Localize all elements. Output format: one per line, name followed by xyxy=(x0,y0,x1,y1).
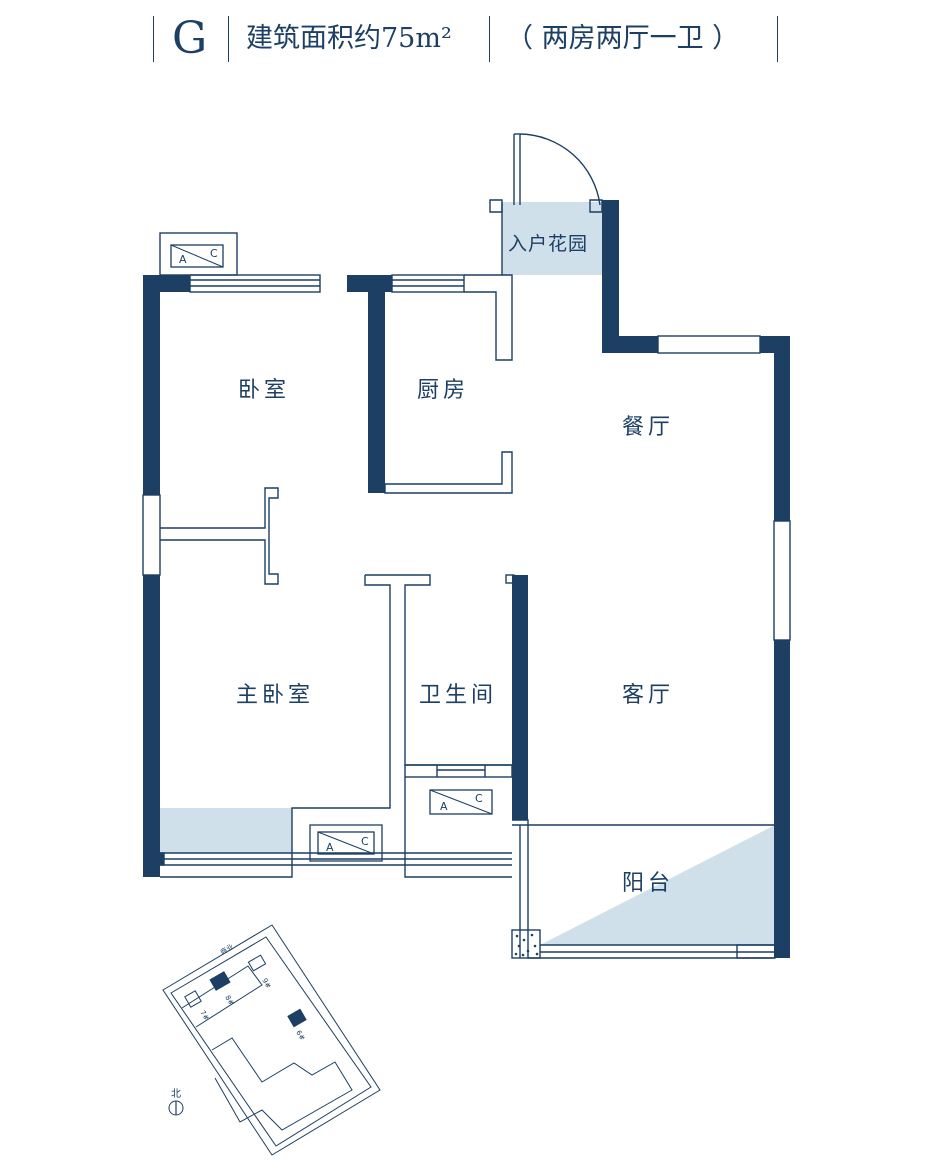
building-7-outline xyxy=(184,990,202,1008)
site-building-9: 9# xyxy=(260,977,272,990)
room-bathroom: 卫生间 xyxy=(419,683,497,708)
room-dining: 餐厅 xyxy=(622,415,674,440)
unit-layout: （ 两房两厅一卫 ） xyxy=(506,23,740,54)
ac-label-a: A xyxy=(440,800,448,813)
site-boundary xyxy=(162,924,381,1156)
ac-unit-2: A C xyxy=(429,789,493,815)
site-map xyxy=(162,924,381,1156)
partition-walls xyxy=(142,133,791,959)
ac-label-c: C xyxy=(210,247,218,260)
site-building-7: 7# xyxy=(198,1009,210,1022)
building-8-marker xyxy=(209,971,231,991)
room-balcony: 阳台 xyxy=(622,871,674,896)
ac-unit-3: A C xyxy=(309,824,383,862)
floor-area: 建筑面积约75m² xyxy=(246,23,452,54)
room-entry-garden: 入户花园 xyxy=(508,233,588,255)
structural-walls xyxy=(143,200,790,958)
balcony-corner-pattern xyxy=(514,933,539,957)
unit-type-letter: G xyxy=(172,13,208,64)
entry-garden-fill xyxy=(502,202,602,275)
header-divider-2 xyxy=(489,16,490,62)
header-divider-left xyxy=(153,16,154,62)
ac-unit-1: A C xyxy=(170,244,224,268)
north-arrow-icon xyxy=(168,1100,184,1116)
header-divider-1 xyxy=(228,16,229,62)
building-row-south xyxy=(211,1037,353,1131)
ac-label-c: C xyxy=(361,835,369,848)
site-building-8: 8# xyxy=(223,994,235,1007)
site-boundary-inner xyxy=(170,936,372,1147)
room-kitchen: 厨房 xyxy=(417,378,469,403)
master-bay-window-fill xyxy=(158,808,292,853)
plan-header: G 建筑面积约75m² （ 两房两厅一卫 ） xyxy=(0,0,930,80)
balcony-fill xyxy=(540,825,775,945)
site-building-6: 6# xyxy=(294,1029,306,1042)
ac-label-c: C xyxy=(475,792,483,805)
room-living: 客厅 xyxy=(622,683,674,708)
room-master-bedroom: 主卧室 xyxy=(236,683,314,708)
building-9-outline xyxy=(247,954,267,972)
north-label: 北 xyxy=(171,1088,181,1100)
room-bedroom: 卧室 xyxy=(238,378,290,403)
header-divider-right xyxy=(777,16,778,62)
building-6-marker xyxy=(287,1008,307,1028)
site-street-label: 商业 xyxy=(219,942,236,957)
ac-label-a: A xyxy=(179,253,187,266)
ac-label-a: A xyxy=(326,841,334,854)
